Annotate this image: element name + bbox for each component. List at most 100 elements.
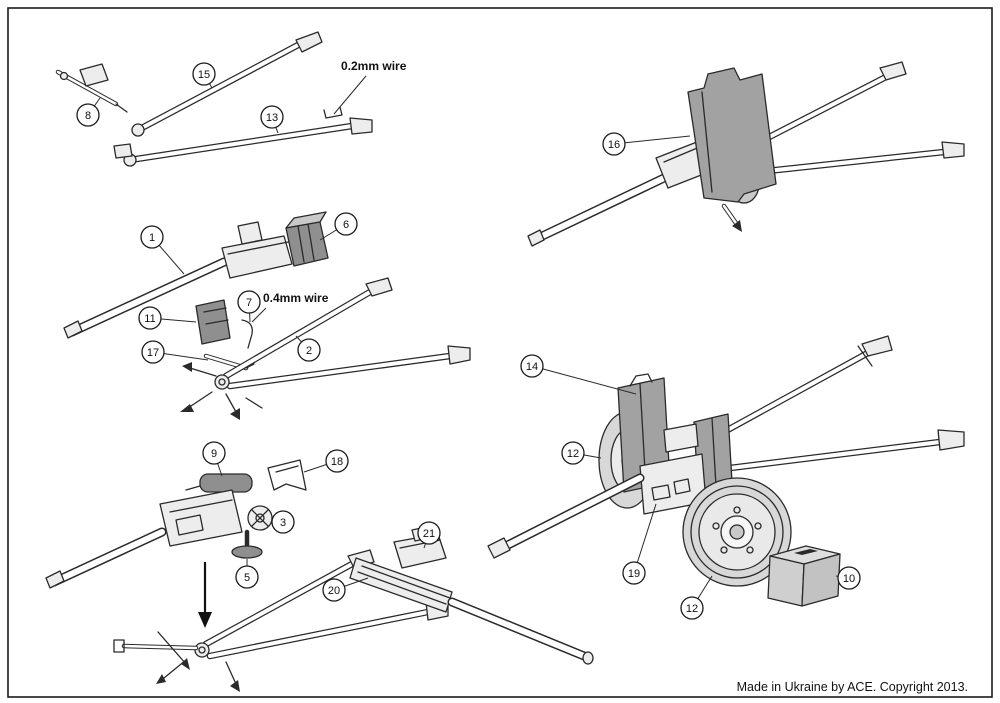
svg-text:9: 9 (211, 448, 217, 460)
part-axle-pin (55, 63, 128, 113)
svg-text:11: 11 (144, 313, 155, 325)
part-trail-arm-15 (131, 31, 323, 137)
callout-3: 3 (271, 510, 295, 534)
copyright-text: Made in Ukraine by ACE. Copyright 2013. (737, 680, 968, 694)
stake (187, 391, 213, 409)
callout-19: 19 (622, 503, 657, 585)
svg-text:21: 21 (423, 528, 435, 540)
stake (225, 393, 237, 413)
trail-leg (754, 141, 965, 176)
wheel-hub (729, 524, 745, 540)
stake (225, 661, 237, 685)
handle-slot (794, 549, 818, 555)
hinge-eye (131, 123, 145, 137)
assembly-complete-gun (487, 335, 965, 607)
sight-bracket (267, 459, 307, 491)
wire-02-label: 0.2mm wire (341, 59, 407, 73)
callout-14: 14 (520, 354, 637, 395)
ammo-box (767, 545, 841, 607)
assembly-upper-carriage (45, 459, 449, 692)
base-disc (231, 545, 263, 559)
trail-leg (710, 429, 965, 474)
callout-16: 16 (602, 132, 691, 156)
pivot-hub (194, 642, 210, 658)
callout-1: 1 (140, 225, 185, 275)
part-ammo-case (285, 211, 329, 267)
trail-spade (349, 117, 373, 135)
callout-6: 6 (319, 212, 358, 241)
muzzle (527, 229, 545, 247)
trail-spade (295, 31, 323, 53)
wire-pin (241, 319, 253, 349)
carriage-trails (180, 277, 471, 420)
svg-text:10: 10 (843, 573, 855, 585)
stake (163, 659, 187, 679)
assembly-upper-trail-arms (55, 31, 373, 167)
arrow-head (198, 612, 212, 628)
callout-20: 20 (322, 577, 369, 602)
svg-text:8: 8 (85, 110, 91, 122)
muzzle (487, 537, 511, 559)
assembly-gun-with-shield (527, 61, 965, 247)
pivot-hub (214, 374, 230, 390)
svg-text:16: 16 (608, 139, 620, 151)
callout-11: 11 (138, 306, 197, 330)
svg-text:15: 15 (198, 69, 210, 81)
annotation-wire-04: 0.4mm wire (251, 291, 329, 323)
annotation-wire-02: 0.2mm wire (333, 59, 407, 115)
muzzle (63, 320, 83, 339)
svg-text:13: 13 (266, 112, 278, 124)
lower-carriage-trails (113, 549, 449, 692)
trail-spade (937, 429, 965, 451)
trail-spade (941, 141, 965, 159)
callout-17: 17 (141, 340, 209, 364)
part-trail-arm-13 (113, 106, 373, 167)
callout-18: 18 (303, 449, 349, 473)
callout-9: 9 (202, 441, 226, 477)
recoil-cylinder (199, 473, 253, 493)
callout-10: 10 (835, 566, 861, 590)
muzzle (45, 570, 65, 589)
trail-spade (447, 345, 471, 365)
svg-text:6: 6 (343, 219, 349, 231)
assembly-barrel-group (63, 211, 471, 420)
stake (157, 631, 187, 665)
callout-8: 8 (76, 97, 101, 127)
elevation-handwheel (247, 505, 273, 531)
right-wheel (682, 477, 792, 587)
svg-text:5: 5 (244, 572, 250, 584)
stake (189, 367, 217, 377)
page-border (7, 7, 993, 698)
svg-text:3: 3 (280, 517, 286, 529)
svg-text:19: 19 (628, 568, 640, 580)
svg-text:12: 12 (686, 603, 698, 615)
svg-text:18: 18 (331, 456, 343, 468)
svg-text:14: 14 (526, 361, 538, 373)
wire-staple (323, 106, 343, 119)
svg-text:12: 12 (567, 448, 579, 460)
callout-12-upper: 12 (561, 441, 602, 465)
part-cradle-bracket (195, 299, 231, 345)
trail-spade (365, 277, 393, 297)
callout-21: 21 (417, 521, 441, 549)
trail-spade (879, 61, 907, 81)
assembly-cradle-slide (349, 526, 594, 665)
breech-block (221, 235, 293, 279)
callout-12-lower: 12 (680, 575, 713, 620)
wire-04-label: 0.4mm wire (263, 291, 329, 305)
svg-text:20: 20 (328, 585, 340, 597)
breech-detail (651, 484, 671, 501)
callout-5: 5 (235, 559, 259, 589)
gun-shield (687, 67, 777, 203)
callout-13: 13 (260, 105, 284, 134)
svg-text:2: 2 (306, 345, 312, 357)
callout-2: 2 (295, 335, 321, 362)
trail-spade (861, 335, 893, 357)
svg-text:1: 1 (149, 232, 155, 244)
callout-15: 15 (192, 62, 216, 89)
assembly-arrow (198, 562, 212, 628)
svg-text:17: 17 (147, 347, 159, 359)
trail-leg (698, 335, 893, 448)
